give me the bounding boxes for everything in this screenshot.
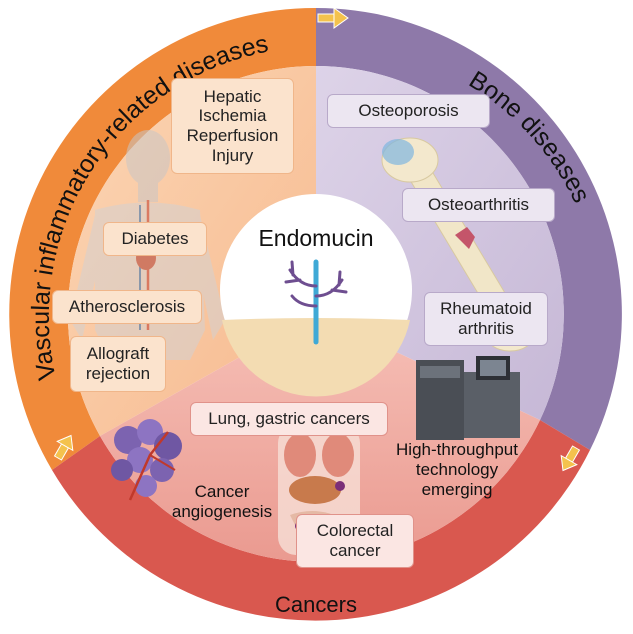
label-osteoarthritis: Osteoarthritis (427, 195, 530, 215)
arrow-icon-top (317, 7, 349, 29)
ring-label-cancers: Cancers (275, 592, 357, 617)
cancer-cells-illustration (111, 419, 182, 501)
label-high-throughput: High-throughput technology emerging (396, 440, 518, 500)
label-colorectal-cancer: Colorectal cancer (316, 521, 394, 560)
label-hepatic-ischemia: Hepatic Ischemia Reperfusion Injury (186, 86, 279, 165)
box-colorectal-cancer: Colorectal cancer (296, 514, 414, 568)
label-diabetes: Diabetes (121, 229, 189, 249)
arrow-icon-left (53, 434, 74, 461)
endomucin-molecule-icon (284, 259, 348, 345)
box-osteoporosis: Osteoporosis (327, 94, 490, 128)
arrow-icon-right (560, 445, 581, 472)
box-allograft-rejection: Allograft rejection (70, 336, 166, 392)
outer-ring (9, 7, 622, 621)
label-lung-gastric-cancers: Lung, gastric cancers (208, 409, 370, 429)
center-disc: Endomucin (220, 194, 412, 397)
box-diabetes: Diabetes (103, 222, 207, 256)
ring-segment-bone (316, 8, 622, 450)
ring-segment-vascular (9, 7, 316, 470)
rotation-arrows (53, 7, 581, 472)
box-atherosclerosis: Atherosclerosis (52, 290, 202, 324)
ring-segment-cancers (52, 420, 590, 621)
label-rheumatoid-arthritis: Rheumatoid arthritis (440, 299, 532, 338)
sequencer-machine-illustration (416, 356, 520, 440)
label-cancer-angiogenesis: Cancer angiogenesis (171, 482, 273, 522)
box-osteoarthritis: Osteoarthritis (402, 188, 555, 222)
label-allograft-rejection: Allograft rejection (85, 344, 151, 383)
box-lung-gastric-cancers: Lung, gastric cancers (190, 402, 388, 436)
box-rheumatoid-arthritis: Rheumatoid arthritis (424, 292, 548, 346)
box-hepatic-ischemia: Hepatic Ischemia Reperfusion Injury (171, 78, 294, 174)
label-osteoporosis: Osteoporosis (358, 101, 459, 121)
center-title: Endomucin (258, 225, 373, 251)
label-atherosclerosis: Atherosclerosis (68, 297, 186, 317)
